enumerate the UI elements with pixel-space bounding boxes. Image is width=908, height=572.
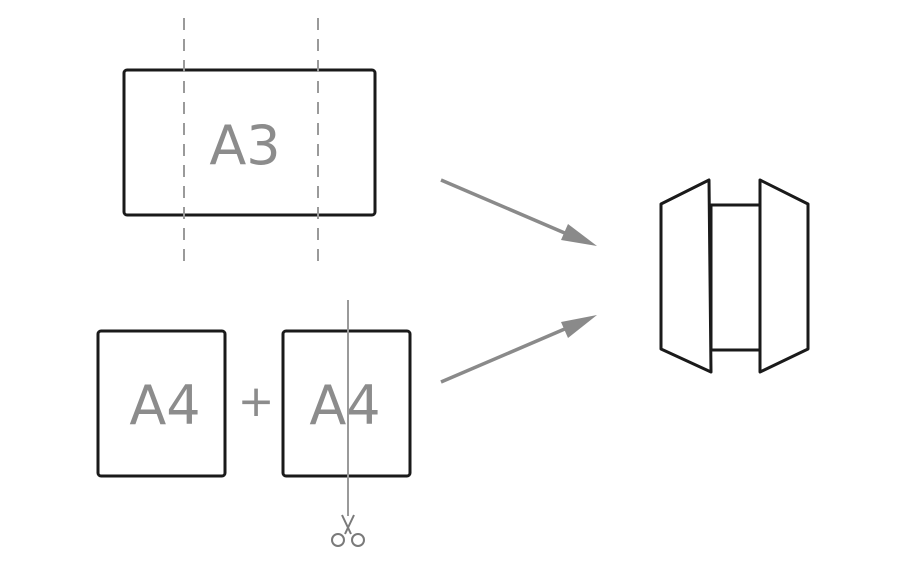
- scissors-icon: [331, 514, 365, 547]
- booklet-left-cover: [659, 178, 713, 374]
- arrow-from-a4: [440, 315, 597, 384]
- plus-symbol: +: [238, 376, 275, 427]
- a3-sheet-outline: [122, 68, 377, 217]
- booklet-right-cover: [758, 178, 810, 374]
- arrow-from-a3: [440, 178, 597, 246]
- a4-right-sheet-outline: [281, 329, 412, 478]
- a4-left-sheet-outline: [96, 329, 227, 478]
- booklet-center-pages: [709, 203, 762, 352]
- a4-sheets: A4 + A4: [96, 300, 412, 516]
- a4-left-label: A4: [129, 374, 200, 437]
- arrow-head-upper: [561, 224, 597, 246]
- a3-sheet: A3: [122, 18, 377, 268]
- a4-right-label: A4: [309, 374, 380, 437]
- arrow-head-lower: [561, 315, 597, 338]
- a3-label: A3: [209, 114, 280, 177]
- open-booklet-icon: [659, 178, 810, 374]
